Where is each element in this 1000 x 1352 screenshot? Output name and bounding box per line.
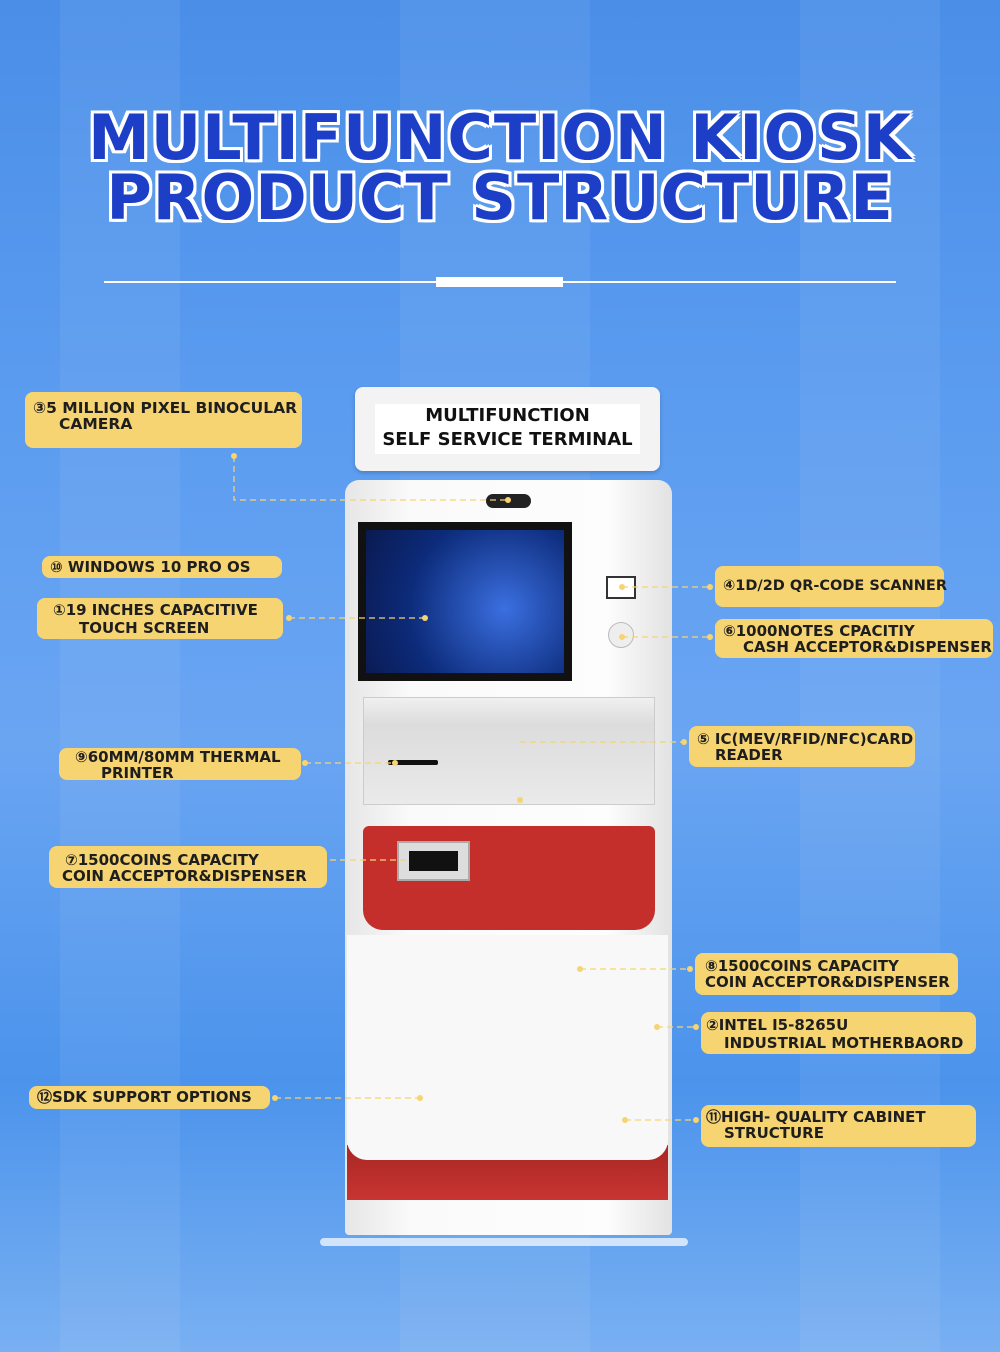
label-text: INDUSTRIAL MOTHERBAORD (724, 1034, 964, 1052)
label-text: TOUCH SCREEN (79, 619, 210, 637)
label-text: ③5 MILLION PIXEL BINOCULAR (33, 399, 297, 417)
label-text: ⑥1000NOTES CPACITIY (723, 622, 915, 640)
divider-accent (436, 277, 563, 287)
label-sdk: ⑫SDK SUPPORT OPTIONS (29, 1086, 270, 1109)
label-text: STRUCTURE (724, 1124, 824, 1142)
touch-screen (358, 522, 572, 681)
label-text: ④1D/2D QR-CODE SCANNER (723, 578, 947, 594)
label-text: ⑦1500COINS CAPACITY (65, 851, 259, 869)
label-text: ②INTEL I5-8265U (706, 1016, 849, 1034)
title-line1: MULTIFUNCTION KIOSK (88, 101, 912, 174)
sign-line2: SELF SERVICE TERMINAL (382, 429, 633, 450)
label-text: ⑫SDK SUPPORT OPTIONS (37, 1088, 252, 1106)
label-text: CASH ACCEPTOR&DISPENSER (743, 638, 992, 656)
sign-line1: MULTIFUNCTION (425, 405, 590, 426)
printer-module (363, 697, 655, 805)
printer-slot (388, 760, 438, 765)
label-text: READER (715, 746, 783, 764)
label-text: ⑨60MM/80MM THERMAL (75, 748, 281, 766)
label-text: ①19 INCHES CAPACITIVE (53, 601, 258, 619)
label-text: ⑧1500COINS CAPACITY (705, 957, 899, 975)
label-text: ⑪HIGH- QUALITY CABINET (706, 1108, 926, 1126)
label-text: COIN ACCEPTOR&DISPENSER (705, 973, 950, 991)
lower-white-panel (347, 935, 668, 1160)
kiosk-sign: MULTIFUNCTION SELF SERVICE TERMINAL (355, 387, 660, 471)
label-text: CAMERA (59, 415, 133, 433)
label-text: ⑩ WINDOWS 10 PRO OS (50, 558, 251, 576)
label-qr: ④1D/2D QR-CODE SCANNER (715, 566, 947, 607)
kiosk-base (320, 1238, 688, 1246)
label-os: ⑩ WINDOWS 10 PRO OS (42, 556, 282, 578)
label-text: PRINTER (101, 764, 174, 782)
label-text: ⑤ IC(MEV/RFID/NFC)CARD (697, 730, 914, 748)
coin-slot (397, 841, 470, 881)
label-text: COIN ACCEPTOR&DISPENSER (62, 867, 307, 885)
title-line2: PRODUCT STRUCTURE (106, 161, 894, 234)
